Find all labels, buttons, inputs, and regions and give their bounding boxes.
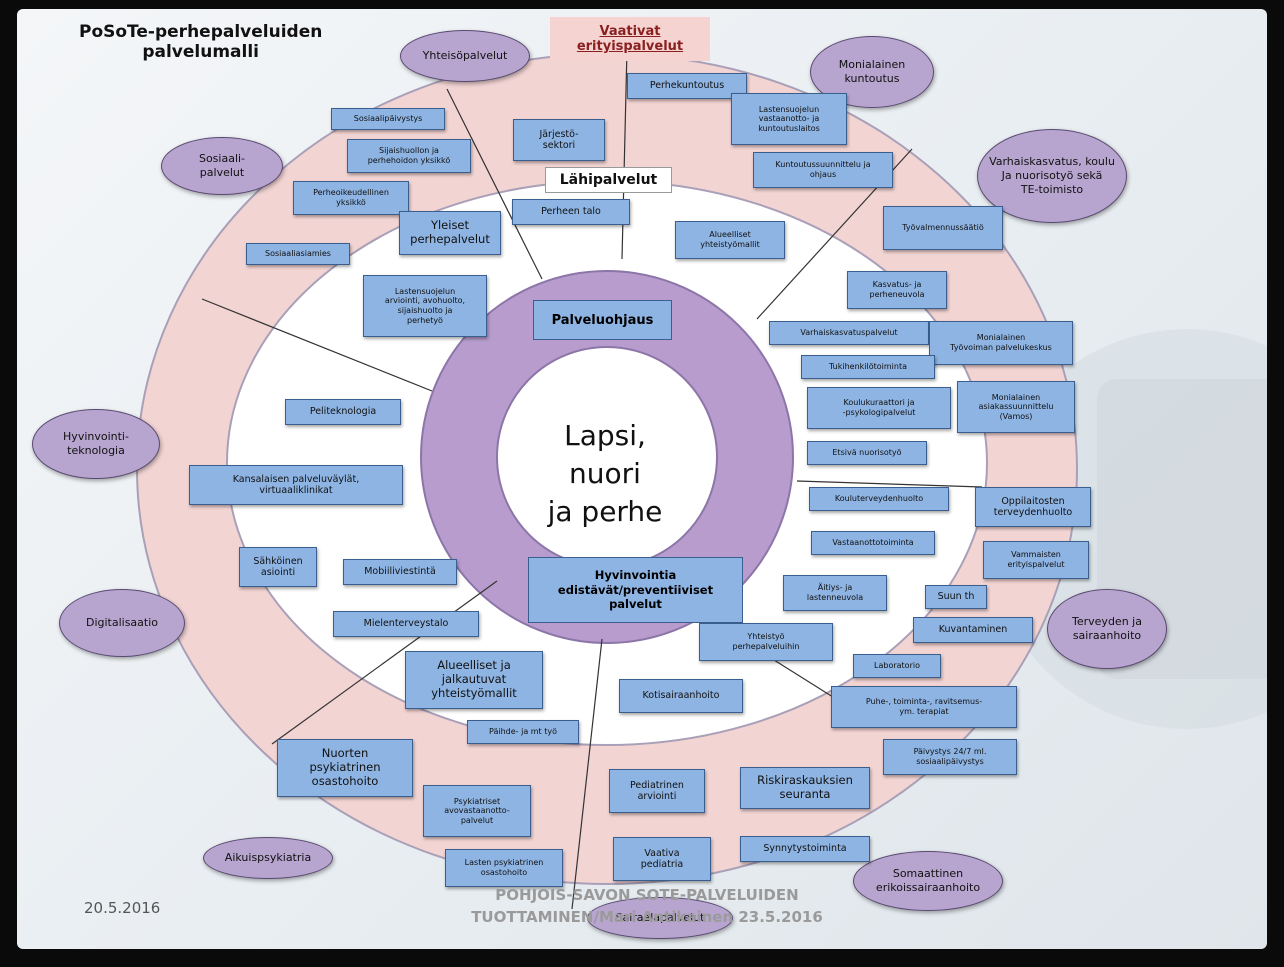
- ellipse-yhteisopalvelut: Yhteisöpalvelut: [400, 30, 530, 82]
- box-perheen-talo: Perheen talo: [512, 199, 630, 225]
- box-yhteistyo-perhepalveluihin: Yhteistyö perhepalveluihin: [699, 623, 833, 661]
- box-pediatrinen-arviointi: Pediatrinen arviointi: [609, 769, 705, 813]
- ellipse-sosiaalipalvelut: Sosiaali- palvelut: [161, 137, 283, 195]
- box-psykiatriset-avovastaanotto: Psykiatriset avovastaanotto- palvelut: [423, 785, 531, 837]
- box-synnytystoiminta: Synnytystoiminta: [740, 836, 870, 862]
- box-nuorten-psykiatrinen: Nuorten psykiatrinen osastohoito: [277, 739, 413, 797]
- box-sahkoinen-asiointi: Sähköinen asiointi: [239, 547, 317, 587]
- box-alueelliset-yhteistyomallit: Alueelliset yhteistyömallit: [675, 221, 785, 259]
- box-kuvantaminen: Kuvantaminen: [913, 617, 1033, 643]
- box-monialainen-tyovoima: Monialainen Työvoiman palvelukeskus: [929, 321, 1073, 365]
- box-kasvatus-perheneuvola: Kasvatus- ja perheneuvola: [847, 271, 947, 309]
- box-monialainen-asiakassuunnittelu: Monialainen asiakassuunnittelu (Vamos): [957, 381, 1075, 433]
- box-vammaisten-erityispalvelut: Vammaisten erityispalvelut: [983, 541, 1089, 579]
- box-yleiset-perhepalvelut: Yleiset perhepalvelut: [399, 211, 501, 255]
- box-tyovalmennussaatio: Työvalmennussäätiö: [883, 206, 1003, 250]
- box-suun-th: Suun th: [925, 585, 987, 609]
- box-sosiaalipaivystys: Sosiaalipäivystys: [331, 108, 445, 130]
- box-jarjestosektori: Järjestö- sektori: [513, 119, 605, 161]
- page-title: PoSoTe-perhepalveluiden palvelumalli: [79, 22, 323, 62]
- slide: PoSoTe-perhepalveluiden palvelumalli Vaa…: [17, 9, 1267, 949]
- box-tukihenkilotoiminta: Tukihenkilötoiminta: [801, 355, 935, 379]
- box-varhaiskasvatuspalvelut: Varhaiskasvatuspalvelut: [769, 321, 929, 345]
- box-paihde-mt-tyo: Päihde- ja mt työ: [467, 720, 579, 744]
- box-paivystys-247: Päivystys 24/7 ml. sosiaalipäivystys: [883, 739, 1017, 775]
- box-riskiraskauksien-seuranta: Riskiraskauksien seuranta: [740, 767, 870, 809]
- box-aitiys-lastenneuvola: Äitiys- ja lastenneuvola: [783, 575, 887, 611]
- box-kouluterveydenhuolto: Kouluterveydenhuolto: [809, 487, 949, 511]
- footer-date: 20.5.2016: [84, 899, 161, 917]
- box-kansalaisen-palveluvaylat: Kansalaisen palveluväylät, virtuaaliklin…: [189, 465, 403, 505]
- inner-ring-label-top: Palveluohjaus: [533, 300, 672, 340]
- ellipse-somaattinen: Somaattinen erikoissairaanhoito: [853, 851, 1003, 911]
- box-alueelliset-jalkautuvat: Alueelliset ja jalkautuvat yhteistyömall…: [405, 651, 543, 709]
- footer-text: POHJOIS-SAVON SOTE-PALVELUIDEN TUOTTAMIN…: [471, 886, 823, 926]
- ellipse-terveyden-ja-sairaanhoito: Terveyden ja sairaanhoito: [1047, 589, 1167, 669]
- ring-diagram: [136, 48, 1267, 910]
- ellipse-aikuispsykiatria: Aikuispsykiatria: [203, 837, 333, 879]
- inner-ring-label-bottom: Hyvinvointia edistävät/preventiiviset pa…: [528, 557, 743, 623]
- outer-ring-label: Vaativat erityispalvelut: [550, 17, 710, 61]
- box-vaativa-pediatria: Vaativa pediatria: [613, 837, 711, 881]
- box-mobiiliviestinta: Mobiiliviestintä: [343, 559, 457, 585]
- ellipse-varhaiskasvatus: Varhaiskasvatus, koulu Ja nuorisotyö sek…: [977, 129, 1127, 223]
- box-sosiaaliasiamies: Sosiaaliasiamies: [246, 243, 350, 265]
- box-lastensuojelun-arviointi: Lastensuojelun arviointi, avohuolto, sij…: [363, 275, 487, 337]
- box-lastensuojelun-vastaanotto: Lastensuojelun vastaanotto- ja kuntoutus…: [731, 93, 847, 145]
- box-kuntoutussuunnittelu: Kuntoutussuunnittelu ja ohjaus: [753, 152, 893, 188]
- box-etsiva-nuorisotyo: Etsivä nuorisotyö: [807, 441, 927, 465]
- box-vastaanottotoiminta: Vastaanottotoiminta: [811, 531, 935, 555]
- ellipse-digitalisaatio: Digitalisaatio: [59, 589, 185, 657]
- box-peliteknologia: Peliteknologia: [285, 399, 401, 425]
- box-laboratorio: Laboratorio: [853, 654, 941, 678]
- ellipse-hyvinvointiteknologia: Hyvinvointi- teknologia: [32, 409, 160, 479]
- box-mielenterveystalo: Mielenterveystalo: [333, 611, 479, 637]
- box-perheoikeudellinen: Perheoikeudellinen yksikkö: [293, 181, 409, 215]
- middle-ring-label: Lähipalvelut: [545, 167, 672, 193]
- box-lasten-psykiatrinen: Lasten psykiatrinen osastohoito: [445, 849, 563, 887]
- box-koulukuraattori: Koulukuraattori ja -psykologipalvelut: [807, 387, 951, 429]
- box-kotisairaanhoito: Kotisairaanhoito: [619, 679, 743, 713]
- box-sijaishuolto: Sijaishuollon ja perhehoidon yksikkö: [347, 139, 471, 173]
- box-perhekuntoutus: Perhekuntoutus: [627, 73, 747, 99]
- box-oppilaitosten-terveydenhuolto: Oppilaitosten terveydenhuolto: [975, 487, 1091, 527]
- ellipse-sairaalapalvelut: Sairaalapalvelut: [587, 897, 733, 939]
- center-label: Lapsi, nuori ja perhe: [547, 419, 663, 528]
- box-puhe-terapiat: Puhe-, toiminta-, ravitsemus- ym. terapi…: [831, 686, 1017, 728]
